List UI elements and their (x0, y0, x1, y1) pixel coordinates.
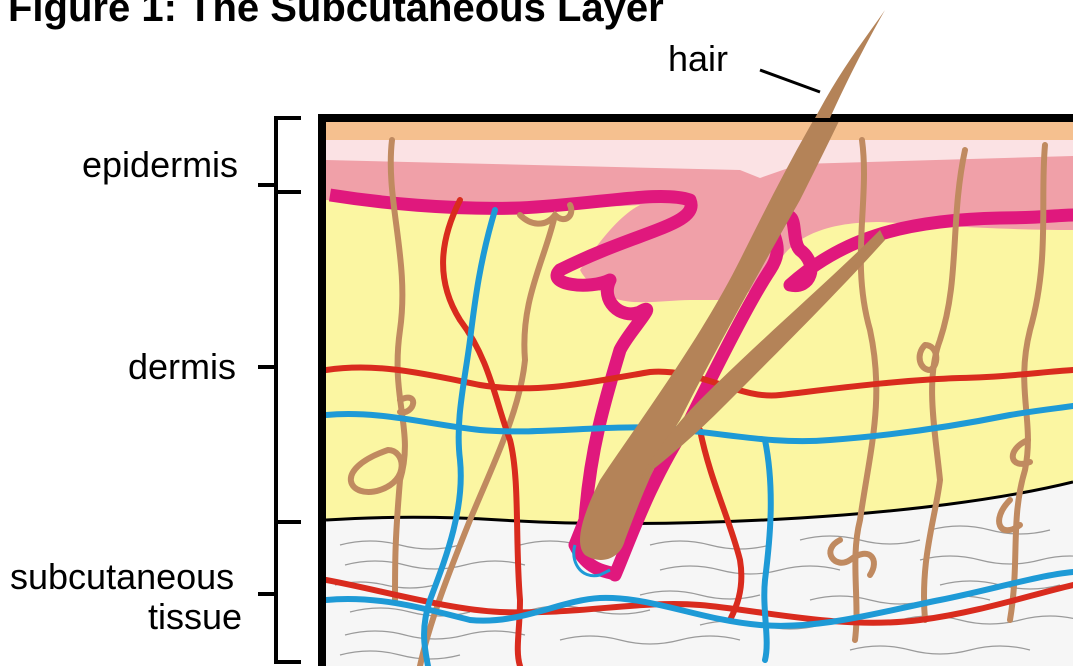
hair-shaft-upper (815, 10, 885, 118)
stratum-corneum (326, 122, 1073, 140)
layer-brackets (258, 118, 301, 662)
hair-leader-line (760, 70, 820, 92)
